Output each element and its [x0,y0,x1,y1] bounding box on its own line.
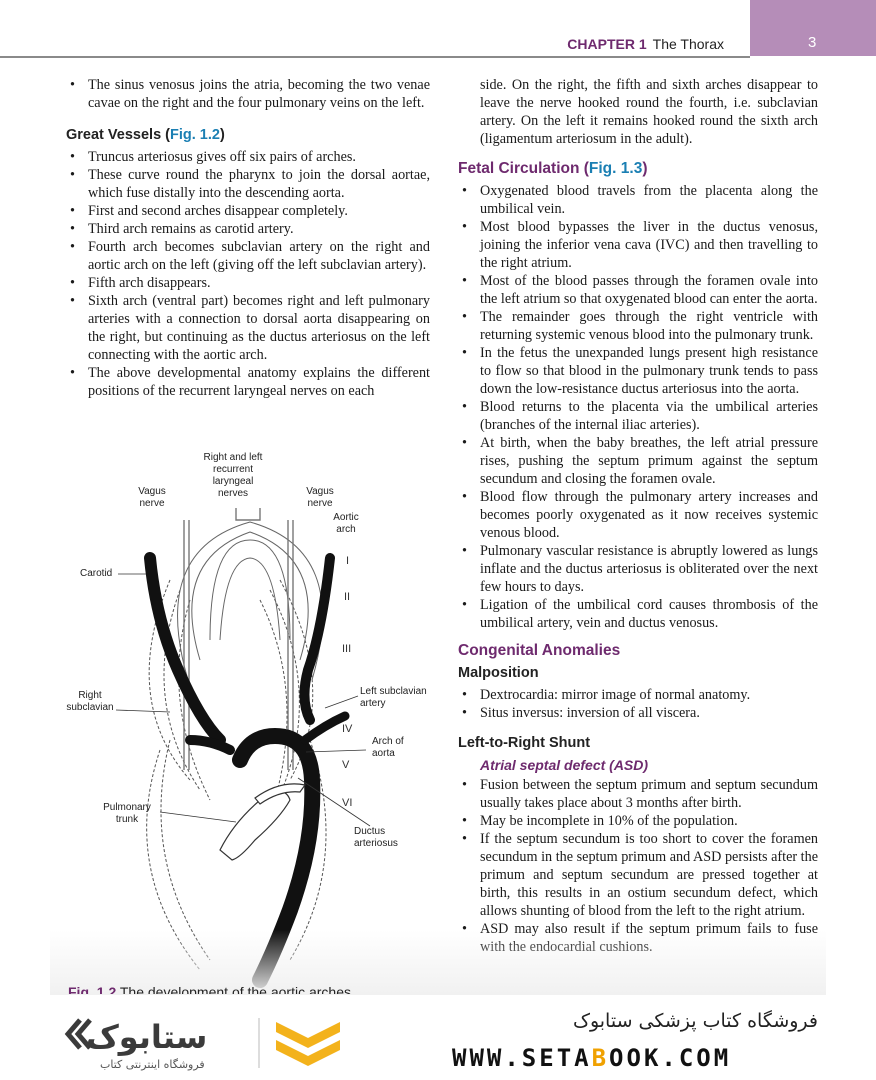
list-item: Situs inversus: inversion of all viscera… [458,704,818,722]
arch-numeral: II [344,591,350,603]
book-chevron-logo-icon [276,1022,340,1066]
intro-bullet: The sinus venosus joins the atria, becom… [66,76,430,112]
arch-numeral: V [342,759,350,771]
leader-lines [115,573,371,827]
list-item: The above developmental anatomy explains… [66,364,430,400]
list-item: Oxygenated blood travels from the placen… [458,182,818,218]
arch-numeral: IV [342,723,353,735]
list-item: Ligation of the umbilical cord causes th… [458,596,818,632]
running-header: CHAPTER 1 The Thorax [567,36,724,52]
arch-numeral: VI [342,797,352,809]
left-to-right-shunt-heading: Left-to-Right Shunt [458,735,591,751]
aortic-arches-figure: I II III IV V VI Right and left recurren… [60,440,440,1000]
list-item: In the fetus the unexpanded lungs presen… [458,344,818,398]
arch-outlines [177,521,323,681]
persisting-arteries [144,552,350,988]
label-pulmonary-trunk: Pulmonary trunk [103,802,151,825]
label-arch-of-aorta: Arch of aorta [372,736,404,759]
logo-divider [258,1018,260,1068]
chapter-title: The Thorax [652,36,724,52]
store-logo-text: ستابوک [86,1018,208,1056]
great-vessels-heading: Great Vessels (Fig. 1.2) [66,127,225,143]
header-rule [0,56,750,58]
watermark-footer [0,995,876,1080]
double-chevron-logo-icon [64,1018,92,1050]
congenital-anomalies-heading: Congenital Anomalies [458,642,621,659]
fig-ref-1-3[interactable]: Fig. 1.3 [588,160,643,177]
fetal-circulation-list: Oxygenated blood travels from the placen… [458,182,818,632]
store-logo-subtitle: فروشگاه اینترنتی کتاب [100,1058,205,1071]
list-item: Truncus arteriosus gives off six pairs o… [66,148,430,166]
store-url[interactable]: WWW.SETABOOK.COM [452,1044,732,1072]
store-name: فروشگاه کتاب پزشکی ستابوک [572,1010,818,1032]
arch-numeral: I [346,555,349,567]
list-item: Sixth arch (ventral part) becomes right … [66,292,430,364]
page-number: 3 [808,34,817,51]
list-item: Fusion between the septum primum and sep… [458,776,818,812]
scan-fade-overlay [50,930,826,995]
list-item: These curve round the pharynx to join th… [66,166,430,202]
list-item: Blood returns to the placenta via the um… [458,398,818,434]
list-item: Pulmonary vascular resistance is abruptl… [458,542,818,596]
list-item: Fifth arch disappears. [66,274,430,292]
list-item: Blood flow through the pulmonary artery … [458,488,818,542]
asd-heading: Atrial septal defect (ASD) [480,757,649,773]
label-vagus-left: Vagus nerve [138,486,166,509]
fetal-circulation-heading: Fetal Circulation (Fig. 1.3) [458,160,648,177]
figure-caption: Fig. 1.2 The development of the aortic a… [68,984,355,994]
malposition-heading: Malposition [458,665,539,681]
label-aortic-arch: Aortic arch [333,512,359,535]
list-item: First and second arches disappear comple… [66,202,430,220]
list-item: At birth, when the baby breathes, the le… [458,434,818,488]
fig-ref-1-2[interactable]: Fig. 1.2 [170,127,220,143]
list-item: May be incomplete in 10% of the populati… [458,812,818,830]
pulmonary-trunk-shape [219,783,307,861]
asd-list: Fusion between the septum primum and sep… [458,776,818,956]
label-right-subclavian: Right subclavian [66,690,114,713]
label-ductus-arteriosus: Ductus arteriosus [354,826,398,849]
label-recurrent-laryngeal: Right and left recurrent laryngeal nerve… [203,452,263,499]
chapter-label: CHAPTER 1 [567,36,647,52]
list-item: Most of the blood passes through the for… [458,272,818,308]
page-number-tab: 3 [750,0,876,56]
arch-numerals: I II III IV V VI [342,555,353,809]
great-vessels-list: Truncus arteriosus gives off six pairs o… [66,148,430,400]
continuation-paragraph: side. On the right, the fifth and sixth … [480,77,818,147]
malposition-list: Dextrocardia: mirror image of normal ana… [458,686,818,722]
left-column: The sinus venosus joins the atria, becom… [66,76,430,400]
label-vagus-right: Vagus nerve [306,486,334,509]
list-item: The remainder goes through the right ven… [458,308,818,344]
list-item: Dextrocardia: mirror image of normal ana… [458,686,818,704]
regressed-arches [146,579,327,971]
right-column: side. On the right, the fifth and sixth … [458,76,818,956]
aortic-arches-diagram: I II III IV V VI [115,508,371,988]
label-left-subclavian: Left subclavian artery [360,686,427,709]
list-item: If the septum secundum is too short to c… [458,830,818,920]
list-item: Most blood bypasses the liver in the duc… [458,218,818,272]
list-item: Fourth arch becomes subclavian artery on… [66,238,430,274]
list-item: Third arch remains as carotid artery. [66,220,430,238]
label-carotid: Carotid [80,568,113,579]
arch-numeral: III [342,643,351,655]
vagus-nerves [183,508,294,770]
